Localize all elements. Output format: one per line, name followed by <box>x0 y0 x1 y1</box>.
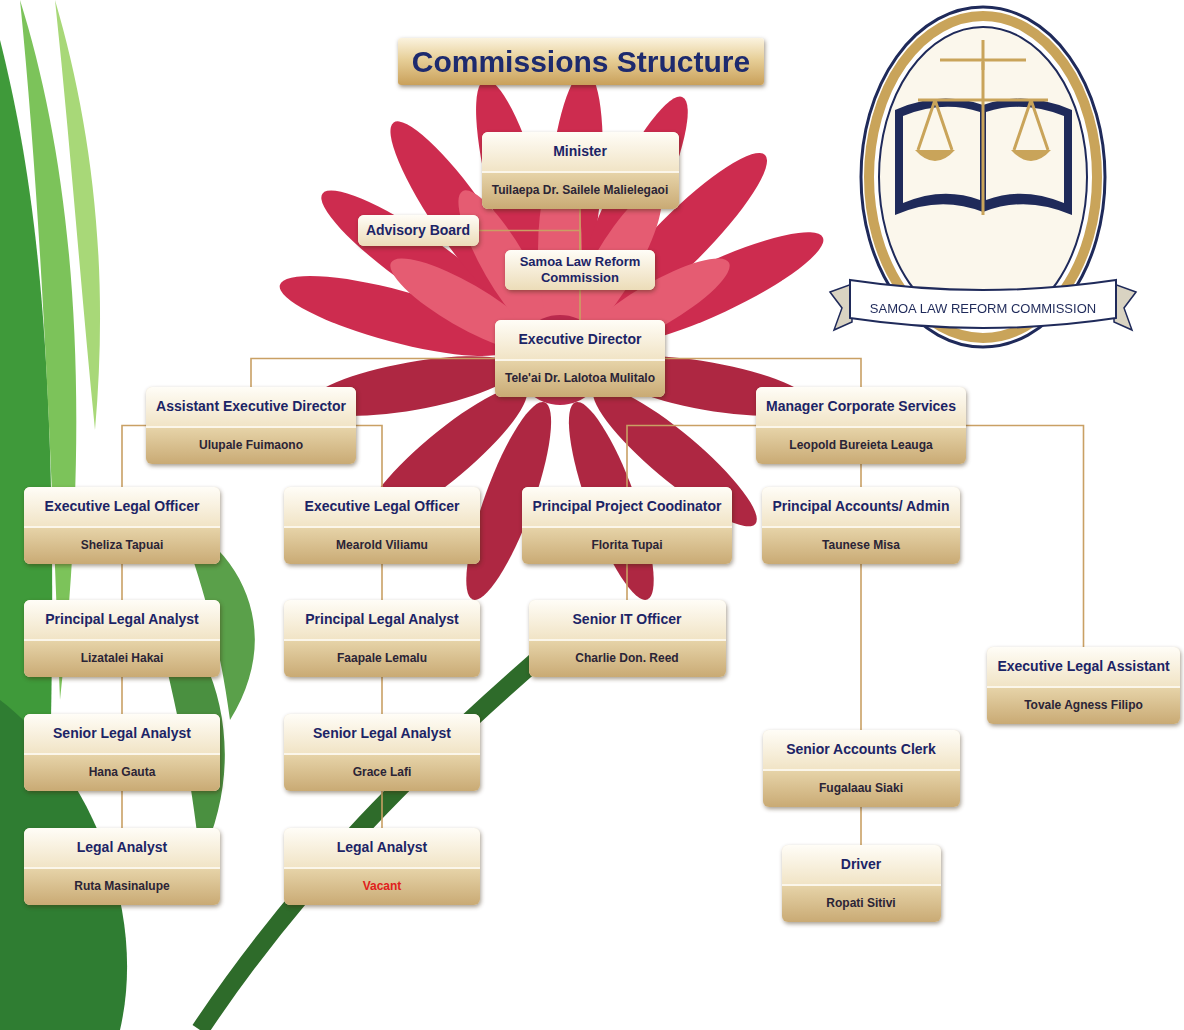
person-name: Hana Gauta <box>24 755 220 791</box>
person-name: Vacant <box>284 869 480 905</box>
org-connector <box>356 426 382 488</box>
role-title: Senior Accounts Clerk <box>763 730 960 771</box>
red-flower <box>273 69 834 608</box>
scales-symbol <box>918 62 1048 215</box>
position-box: DriverRopati Sitivi <box>782 845 941 922</box>
org-connector <box>381 791 383 828</box>
org-connector <box>665 359 861 388</box>
position-box: Senior Legal AnalystGrace Lafi <box>284 714 480 791</box>
person-name: Mearold Viliamu <box>284 528 480 564</box>
position-box: Assistant Executive DirectorUlupale Fuim… <box>146 387 356 464</box>
role-title: Senior Legal Analyst <box>284 714 480 755</box>
logo-ribbon <box>850 280 1116 328</box>
position-box: Manager Corporate ServicesLeopold Bureie… <box>756 387 966 464</box>
scale-pans <box>915 150 1051 161</box>
role-title: Minister <box>482 132 679 173</box>
org-connector <box>121 791 123 828</box>
person-name: Florita Tupai <box>522 528 732 564</box>
org-connector <box>860 807 862 845</box>
person-name: Ruta Masinalupe <box>24 869 220 905</box>
org-connector <box>381 564 383 600</box>
org-connector <box>121 564 123 600</box>
chart-title: Commissions Structure <box>398 38 764 85</box>
org-connector <box>122 426 146 488</box>
position-box: Senior Legal AnalystHana Gauta <box>24 714 220 791</box>
position-box: Principal Legal AnalystFaapale Lemalu <box>284 600 480 677</box>
flower-stem <box>200 640 560 1030</box>
org-connector <box>251 359 495 388</box>
body-box: Samoa Law Reform Commission <box>505 250 655 290</box>
position-box: Executive Legal AssistantTovale Agness F… <box>987 647 1180 724</box>
role-title: Principal Legal Analyst <box>24 600 220 641</box>
role-title: Legal Analyst <box>284 828 480 869</box>
role-title: Legal Analyst <box>24 828 220 869</box>
person-name: Tovale Agness Filipo <box>987 688 1180 724</box>
position-box: Executive Legal OfficerSheliza Tapuai <box>24 487 220 564</box>
role-title: Principal Accounts/ Admin <box>762 487 960 528</box>
position-box: Legal AnalystRuta Masinalupe <box>24 828 220 905</box>
org-connector <box>966 426 1084 648</box>
role-title: Assistant Executive Director <box>146 387 356 428</box>
role-title: Executive Director <box>495 320 665 361</box>
org-connector <box>479 231 581 251</box>
person-name: Grace Lafi <box>284 755 480 791</box>
position-box: MinisterTuilaepa Dr. Sailele Malielegaoi <box>482 132 679 209</box>
position-box: Principal Legal AnalystLizatalei Hakai <box>24 600 220 677</box>
position-box: Senior IT OfficerCharlie Don. Reed <box>529 600 726 677</box>
role-title: Senior Legal Analyst <box>24 714 220 755</box>
org-connector <box>627 426 756 488</box>
leaf <box>55 0 100 430</box>
person-name: Lizatalei Hakai <box>24 641 220 677</box>
body-box: Advisory Board <box>358 215 479 246</box>
person-name: Faapale Lemalu <box>284 641 480 677</box>
org-connector <box>121 677 123 714</box>
position-box: Executive DirectorTele'ai Dr. Lalotoa Mu… <box>495 320 665 397</box>
commission-logo <box>830 7 1136 347</box>
org-connector <box>860 564 862 730</box>
position-box: Legal AnalystVacant <box>284 828 480 905</box>
person-name: Leopold Bureieta Leauga <box>756 428 966 464</box>
person-name: Ropati Sitivi <box>782 886 941 922</box>
position-box: Principal Accounts/ AdminTaunese Misa <box>762 487 960 564</box>
role-title: Executive Legal Assistant <box>987 647 1180 688</box>
role-title: Executive Legal Officer <box>24 487 220 528</box>
role-title: Principal Project Coodinator <box>522 487 732 528</box>
role-title: Principal Legal Analyst <box>284 600 480 641</box>
person-name: Ulupale Fuimaono <box>146 428 356 464</box>
org-connector <box>579 290 581 320</box>
position-box: Executive Legal OfficerMearold Viliamu <box>284 487 480 564</box>
person-name: Fugalaau Siaki <box>763 771 960 807</box>
person-name: Taunese Misa <box>762 528 960 564</box>
org-connector <box>860 464 862 487</box>
role-title: Advisory Board <box>358 215 479 246</box>
person-name: Charlie Don. Reed <box>529 641 726 677</box>
org-connector <box>381 677 383 714</box>
role-title: Executive Legal Officer <box>284 487 480 528</box>
logo-inner-ring <box>879 27 1087 327</box>
org-connector <box>626 564 628 600</box>
role-title: Manager Corporate Services <box>756 387 966 428</box>
person-name: Tele'ai Dr. Lalotoa Mulitalo <box>495 361 665 397</box>
role-title: Driver <box>782 845 941 886</box>
person-name: Sheliza Tapuai <box>24 528 220 564</box>
role-title: Samoa Law Reform Commission <box>505 250 655 290</box>
role-title: Senior IT Officer <box>529 600 726 641</box>
logo-caption: SAMOA LAW REFORM COMMISSION <box>870 301 1096 316</box>
position-box: Principal Project CoodinatorFlorita Tupa… <box>522 487 732 564</box>
position-box: Senior Accounts ClerkFugalaau Siaki <box>763 730 960 807</box>
person-name: Tuilaepa Dr. Sailele Malielegaoi <box>482 173 679 209</box>
